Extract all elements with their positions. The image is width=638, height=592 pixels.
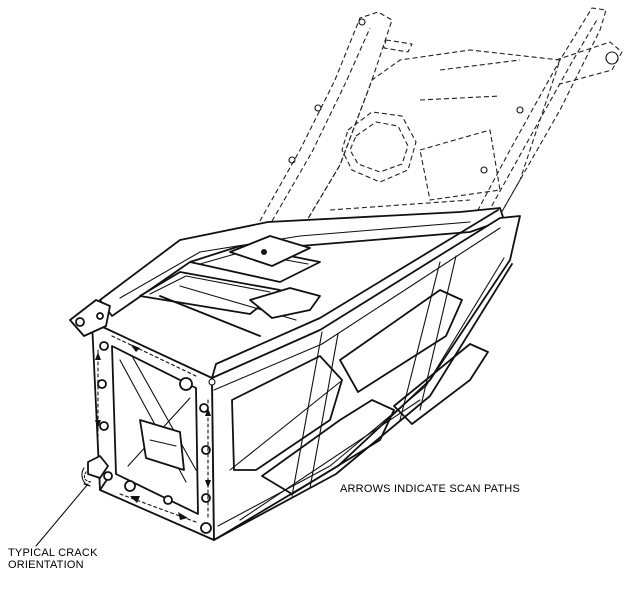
seat-pan <box>99 207 505 337</box>
scan-path-arrows <box>95 335 211 523</box>
front-rivets <box>97 341 216 534</box>
crack-detail <box>35 455 109 547</box>
crack-label-line-1: TYPICAL CRACK <box>8 547 98 559</box>
phantom-upper-structure <box>251 7 623 236</box>
crack-leader-line <box>35 483 89 547</box>
lower-frame <box>91 209 521 541</box>
crack-label-line-2: ORIENTATION <box>8 559 84 571</box>
scan-paths-label: ARROWS INDICATE SCAN PATHS <box>340 483 520 495</box>
crack-orientation-label: TYPICAL CRACK ORIENTATION <box>8 547 98 571</box>
front-left-bracket <box>69 299 111 337</box>
